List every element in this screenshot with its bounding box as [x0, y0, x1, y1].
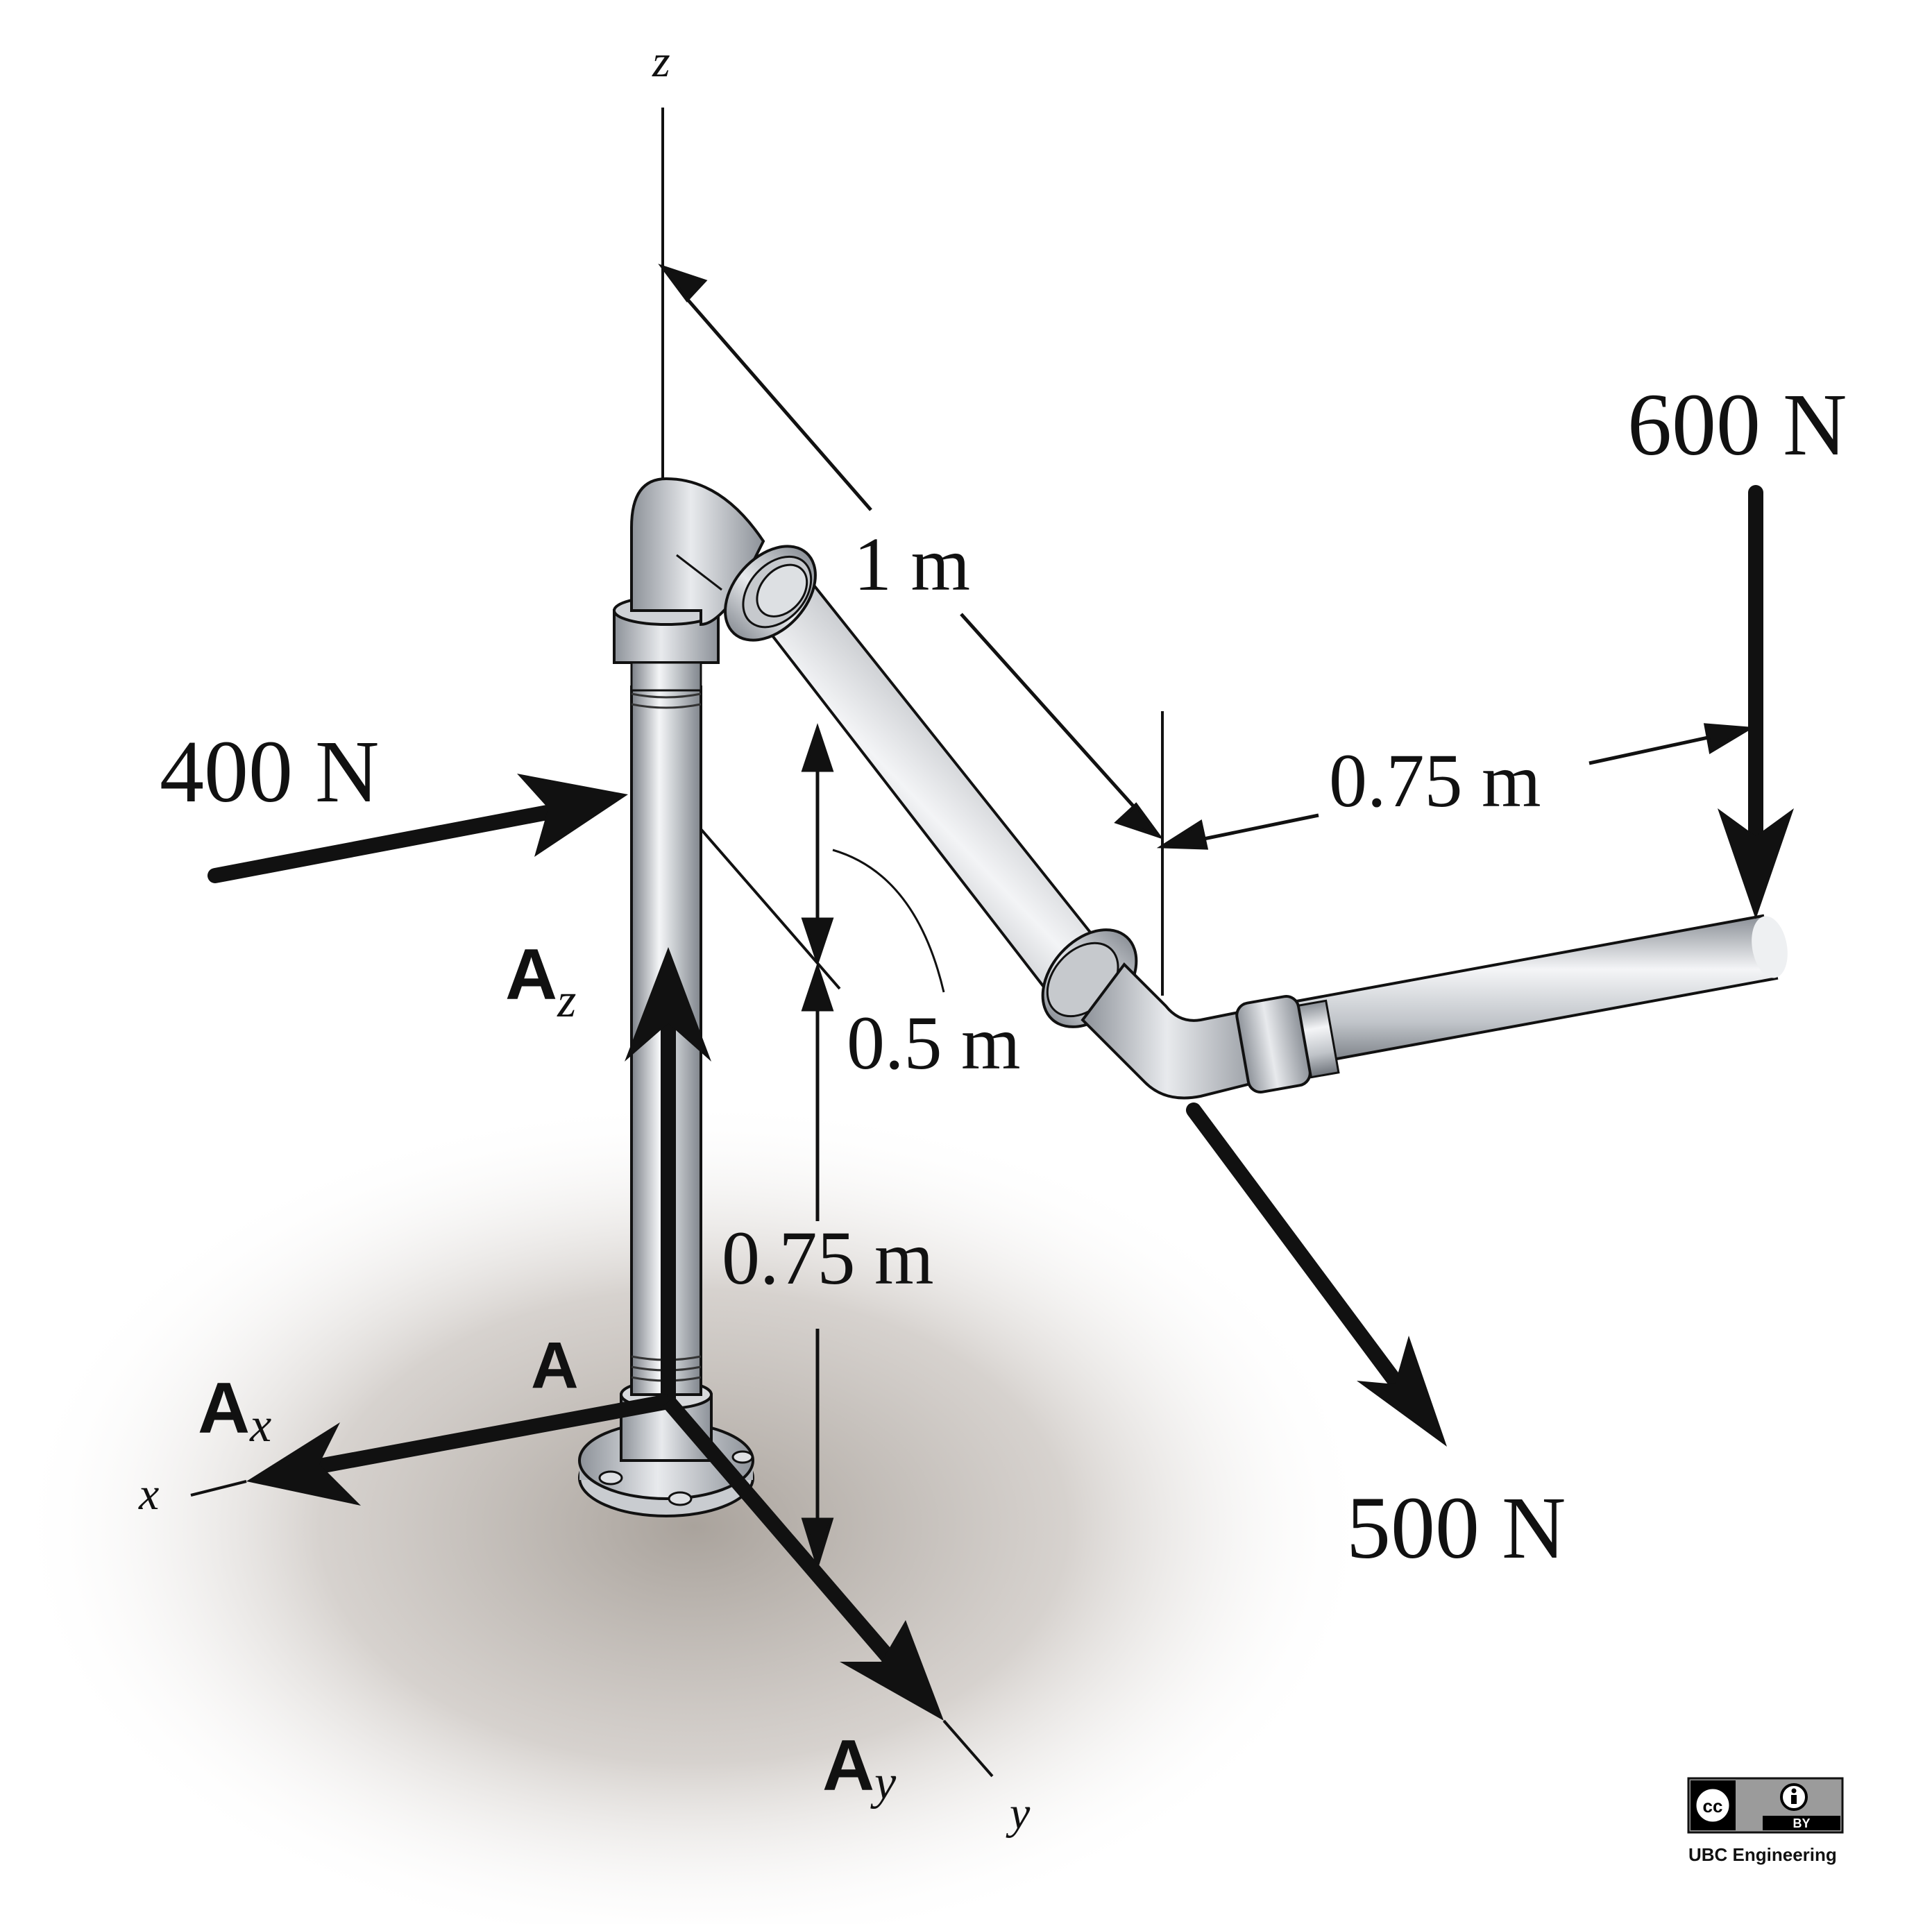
- reaction-az-main: A: [505, 935, 557, 1015]
- y-axis-label: y: [1006, 1788, 1031, 1839]
- reaction-az-arrowhead: [625, 947, 711, 1062]
- force-500-arrowhead: [1357, 1336, 1447, 1447]
- reaction-ay-arrow: [662, 1396, 901, 1671]
- reaction-az-label: Az: [505, 935, 576, 1028]
- point-a-label: A: [531, 1329, 579, 1402]
- x-axis-line: [190, 1480, 247, 1497]
- license-badge[interactable]: cc BY: [1687, 1777, 1844, 1834]
- force-400-arrow: [207, 801, 577, 883]
- reaction-ax-main: A: [198, 1368, 250, 1449]
- reaction-ay-label: Ay: [822, 1726, 897, 1810]
- reaction-ax-arrow: [310, 1394, 670, 1475]
- cc-icon: [1693, 1785, 1733, 1825]
- dimension-1m-label: 1 m: [854, 522, 970, 606]
- dimension-lines: [658, 264, 1754, 1571]
- dimension-05-label: 0.5 m: [847, 1001, 1021, 1085]
- license-by-text: BY: [1793, 1816, 1810, 1830]
- reaction-ay-sub: y: [870, 1756, 897, 1810]
- force-600-label: 600 N: [1627, 375, 1847, 474]
- dimension-075-vertical-label: 0.75 m: [722, 1216, 934, 1300]
- force-500-arrow: [1186, 1103, 1403, 1388]
- reaction-ay-main: A: [822, 1726, 874, 1806]
- horizontal-pipe: [1235, 914, 1788, 1093]
- reaction-ax-label: Ax: [198, 1368, 271, 1452]
- force-arrows: [207, 485, 1794, 1447]
- cc-icon-text: cc: [1703, 1796, 1723, 1816]
- z-axis-label: z: [652, 36, 670, 87]
- reaction-ax-arrowhead: [246, 1422, 361, 1506]
- reaction-az-sub: z: [557, 974, 576, 1028]
- force-400-arrowhead: [517, 774, 628, 857]
- x-axis-label: x: [138, 1469, 159, 1519]
- y-axis-line: [942, 1719, 994, 1778]
- force-600-arrowhead: [1718, 808, 1794, 919]
- force-500-label: 500 N: [1346, 1479, 1566, 1577]
- force-400-label: 400 N: [160, 722, 379, 821]
- reaction-ay-arrowhead: [840, 1620, 944, 1721]
- reaction-ax-sub: x: [249, 1399, 271, 1452]
- license-credit: UBC Engineering: [1688, 1844, 1837, 1865]
- reaction-arrows: [246, 947, 944, 1721]
- dimension-075-right-label: 0.75 m: [1329, 738, 1541, 823]
